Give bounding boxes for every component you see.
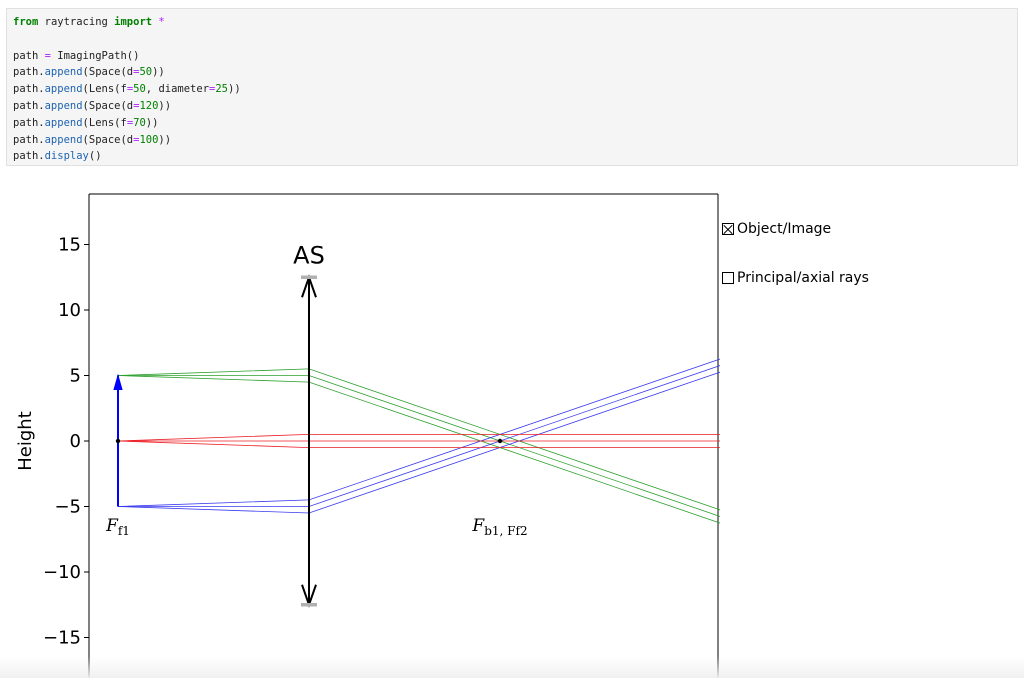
y-axis-label: Height: [15, 411, 36, 471]
ray-red: [117, 433, 720, 442]
object-arrow-head: [113, 373, 123, 390]
y-tick-label: −15: [43, 628, 81, 649]
code-line: path.display(): [13, 150, 102, 163]
focal-point-marker: [115, 438, 121, 444]
y-tick-label: −5: [54, 497, 81, 518]
ray-blue: [117, 358, 720, 507]
ray-blue: [118, 365, 720, 507]
focal-point-marker: [497, 438, 503, 444]
focal-point-label: Fb1, Ff2: [471, 516, 527, 538]
y-tick-label: 10: [58, 300, 81, 321]
y-tick-label: −10: [43, 562, 81, 583]
aperture-stop-label: AS: [293, 241, 325, 269]
checkbox-principal-axial-rays[interactable]: Principal/axial rays: [722, 269, 869, 287]
ray-blue: [117, 371, 720, 514]
bottom-scroll-fade: [0, 656, 1024, 678]
checkbox-icon[interactable]: [722, 272, 734, 284]
code-line: path.append(Lens(f=70)): [13, 116, 159, 129]
code-line: from raytracing import *: [13, 16, 165, 28]
code-text: from raytracing import * path = ImagingP…: [13, 14, 1017, 165]
checkbox-icon[interactable]: [722, 223, 734, 235]
code-line: path.append(Lens(f=50, diameter=25)): [13, 83, 241, 96]
y-tick-label: 5: [70, 366, 81, 387]
code-line: path.append(Space(d=50)): [13, 66, 165, 79]
ray-green: [117, 368, 720, 511]
code-line: path.append(Space(d=120)): [13, 99, 172, 112]
checkbox-object-image[interactable]: Object/Image: [722, 220, 831, 238]
checkbox-label: Principal/axial rays: [737, 270, 869, 286]
code-line: path.append(Space(d=100)): [13, 133, 172, 146]
ray-green: [118, 375, 720, 517]
ray-red: [117, 440, 720, 449]
code-line: path = ImagingPath(): [13, 49, 140, 62]
ray-green: [117, 375, 720, 524]
y-tick-label: 0: [70, 431, 81, 452]
code-cell[interactable]: from raytracing import * path = ImagingP…: [6, 8, 1018, 166]
y-tick-label: 15: [58, 235, 81, 256]
checkbox-label: Object/Image: [737, 221, 832, 237]
focal-point-label: Ff1: [105, 516, 130, 538]
